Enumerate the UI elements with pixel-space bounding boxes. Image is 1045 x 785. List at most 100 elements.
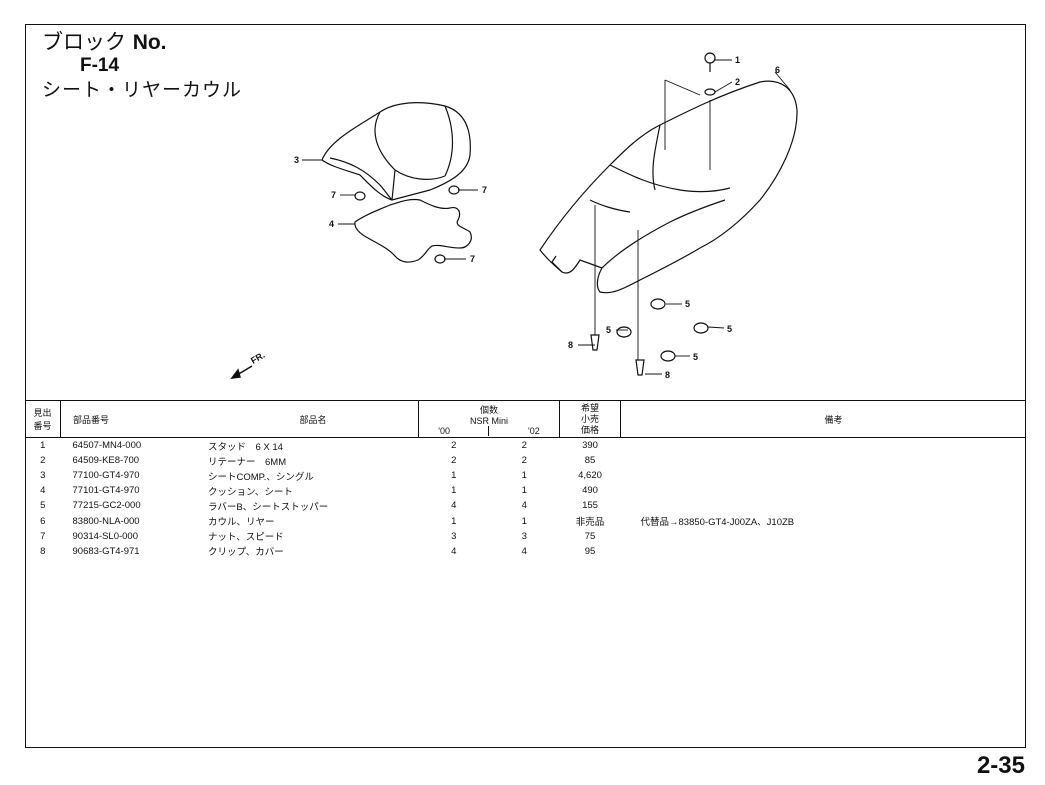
callout-7a: 7 [331,190,336,200]
callout-5c: 5 [727,324,732,334]
callout-5d: 5 [693,352,698,362]
price-cell: 4,620 [578,470,602,482]
parts-table: 見出 番号 部品番号 部品名 個数 NSR Mini '00 '02 希望 小売… [25,400,1026,559]
table-row: 4 77101-GT4-970 クッション、シート 1 1 490 [25,483,1026,498]
callout-5b: 5 [606,325,611,335]
description-cell: リテーナー 6MM [208,456,287,468]
callout-5a: 5 [685,299,690,309]
callout-3: 3 [294,155,299,165]
front-arrow-icon [230,365,253,379]
page-number: 2-35 [976,752,1025,779]
qty-2002-cell: 1 [521,485,527,497]
callout-8b: 8 [665,370,670,380]
description-cell: シートCOMP.、シングル [208,471,314,483]
col-part-no: 部品番号 [60,400,208,438]
table-row: 6 83800-NLA-000 カウル、リヤー 1 1 非売品 代替品→83850-GT4-… [25,513,1026,529]
qty-2000-cell: 1 [451,515,457,527]
seat-illustration [321,102,471,201]
table-row: 8 90683-GT4-971 クリップ、カバー 4 4 95 [25,544,1026,559]
table-row: 3 77100-GT4-970 シートCOMP.、シングル 1 1 4,620 [25,468,1026,483]
qty-year-1: '00 [438,425,450,436]
col-ref-no: 見出 番号 [25,400,61,438]
exploded-parts-diagram: 1 2 6 3 7 7 4 7 5 5 5 5 8 8 FR. [230,52,798,380]
table-row: 1 64507-MN4-000 スタッド 6 X 14 2 2 390 [25,438,1026,454]
part-no-cell: 64507-MN4-000 [72,440,142,452]
cushion-illustration [354,198,472,263]
description-cell: クッション、シート [208,486,293,498]
col-price: 希望 小売 価格 [559,400,621,438]
table-header-row: 見出 番号 部品番号 部品名 個数 NSR Mini '00 '02 希望 小売… [25,400,1026,438]
page-frame [25,24,1026,748]
leader-lines [302,59,791,375]
callout-7c: 7 [470,254,475,264]
ref-no-cell: 1 [40,440,46,452]
col-description: 部品名 [208,400,419,438]
price-cell: 95 [584,545,596,557]
qty-2000-cell: 1 [451,470,457,482]
remarks-cell [621,438,1027,454]
qty-2000-cell: 2 [451,440,457,452]
block-label: ブロック [42,30,126,54]
description-cell: スタッド 6 X 14 [208,441,283,453]
remarks-cell [621,483,1027,498]
qty-2000-cell: 3 [451,530,457,542]
description-cell: ナット、スピード [208,532,284,544]
block-code: F-14 [80,55,120,76]
callout-7b: 7 [482,185,487,195]
remarks-cell [621,453,1027,468]
block-no-label: No. [132,31,167,54]
col-remarks: 備考 [620,400,1026,438]
rear-cowl-illustration [539,80,798,294]
callout-1: 1 [735,55,740,65]
qty-years: '00 '02 [419,425,559,436]
price-cell: 155 [582,500,598,512]
part-no-cell: 90314-SL0-000 [72,530,139,542]
part-no-cell: 90683-GT4-971 [72,545,140,557]
callout-2: 2 [735,77,740,87]
qty-2002-cell: 1 [521,515,527,527]
callout-8a: 8 [568,340,573,350]
qty-2002-cell: 2 [521,440,527,452]
col-qty: 個数 NSR Mini '00 '02 [418,400,560,438]
block-number: ブロック No. [42,30,242,55]
description-cell: クリップ、カバー [208,547,284,559]
qty-2000-cell: 2 [451,455,457,467]
front-label: FR. [249,350,267,366]
qty-model: NSR Mini [469,415,508,426]
part-no-cell: 64509-KE8-700 [72,455,140,467]
remarks-cell [621,544,1027,559]
ref-no-cell: 2 [40,455,46,467]
qty-label: 個数 [479,404,498,415]
price-cell: 490 [582,485,598,497]
qty-2000-cell: 4 [451,545,457,557]
qty-2000-cell: 4 [451,500,457,512]
remarks-cell [621,498,1027,513]
qty-2002-cell: 2 [521,455,527,467]
ref-no-cell: 4 [40,485,46,497]
block-header: ブロック No. F-14 シート・リヤーカウル [42,30,242,103]
ref-no-cell: 6 [40,515,46,527]
parts-table-wrap: 見出 番号 部品番号 部品名 個数 NSR Mini '00 '02 希望 小売… [25,400,1026,559]
parts-table-body: 1 64507-MN4-000 スタッド 6 X 14 2 2 390 2 64509-KE8… [25,438,1026,559]
remarks-cell: 代替品→83850-GT4-J00ZA、J10ZB [640,517,795,529]
page-title: シート・リヤーカウル [42,79,243,101]
qty-2002-cell: 4 [521,500,527,512]
qty-2002-cell: 4 [521,545,527,557]
callout-4: 4 [329,219,334,229]
remarks-cell [621,529,1027,544]
ref-no-cell: 8 [40,545,46,557]
ref-no-cell: 3 [40,470,46,482]
price-cell: 非売品 [575,517,605,529]
part-no-cell: 77100-GT4-970 [72,470,140,482]
price-cell: 390 [582,440,598,452]
remarks-cell [621,468,1027,483]
callout-6: 6 [775,65,780,75]
qty-2000-cell: 1 [451,485,457,497]
description-cell: カウル、リヤー [208,517,275,529]
description-cell: ラバーB、シートストッパー [208,501,329,513]
part-no-cell: 77101-GT4-970 [72,485,140,497]
qty-2002-cell: 1 [521,470,527,482]
part-no-cell: 83800-NLA-000 [72,515,140,527]
qty-year-2: '02 [527,425,540,436]
